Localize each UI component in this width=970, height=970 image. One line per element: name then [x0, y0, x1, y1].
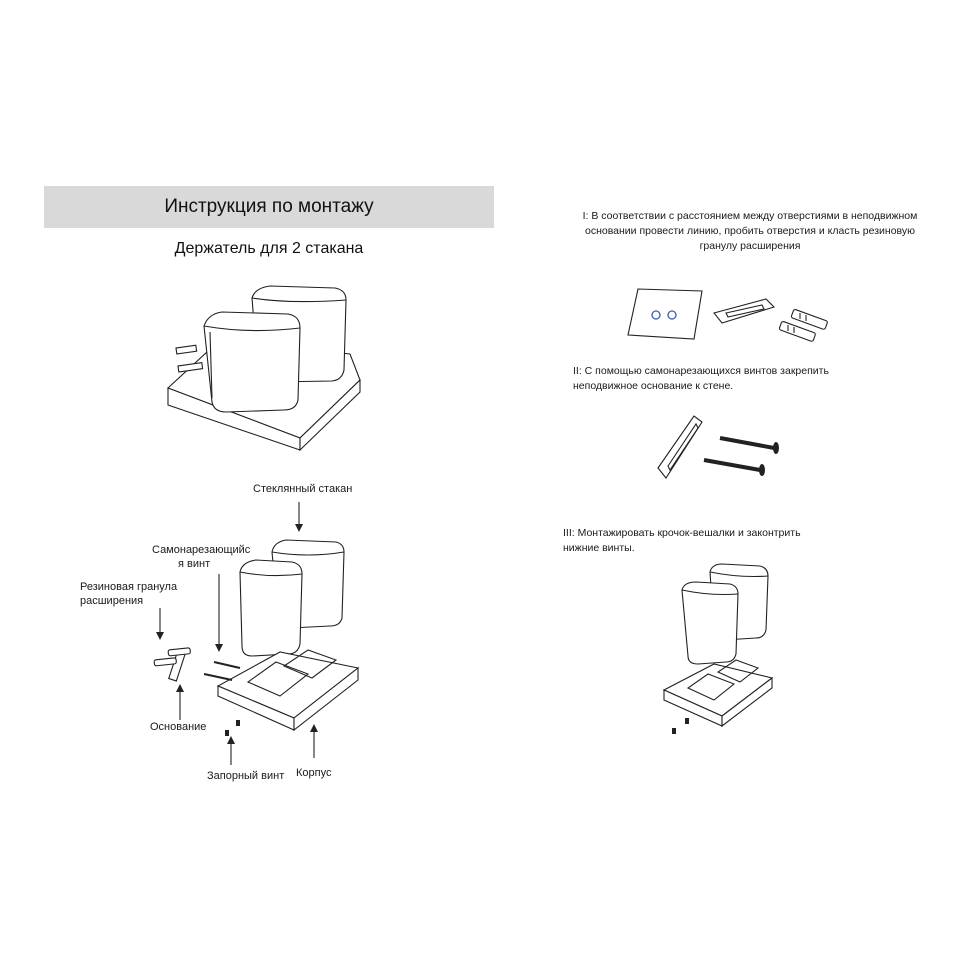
arrow-base: [176, 684, 184, 720]
label-base: Основание: [150, 721, 207, 733]
label-screw-line1: Самонарезающийс: [152, 544, 251, 556]
step3-line1: III: Монтажировать крочок-вешалки и зако…: [563, 527, 801, 539]
drill-hole-left: [651, 310, 661, 320]
step1-line1: I: В соответствии с расстоянием между от…: [582, 210, 918, 222]
drill-hole-right: [667, 310, 677, 320]
arrow-lock-screw: [227, 736, 235, 765]
screw-top: [719, 436, 779, 454]
arrow-screw: [215, 574, 223, 652]
arrow-body: [310, 724, 318, 758]
assembled-holder-illustration: [166, 285, 361, 452]
label-screw-line2: я винт: [178, 558, 211, 570]
label-lock-screw: Запорный винт: [207, 770, 285, 782]
step2-text: II: С помощью самонарезающихся винтов за…: [573, 364, 903, 394]
step1-line3: гранулу расширения: [699, 240, 801, 252]
label-body: Корпус: [296, 767, 332, 779]
arrow-rubber: [156, 608, 164, 640]
step3-line2: нижние винты.: [563, 542, 635, 554]
step1-line2: основании провести линию, пробить отверс…: [584, 225, 916, 237]
step2-line1: II: С помощью самонарезающихся винтов за…: [573, 365, 829, 377]
label-glass: Стеклянный стакан: [253, 483, 353, 495]
exploded-view-illustration: [153, 502, 360, 765]
label-rubber-line1: Резиновая гранула: [80, 581, 178, 593]
screw-bottom: [703, 458, 765, 476]
label-rubber-line2: расширения: [80, 595, 144, 607]
page-title: Инструкция по монтажу: [164, 196, 374, 217]
arrow-glass: [295, 502, 303, 532]
step2-line2: неподвижное основание к стене.: [573, 380, 734, 392]
step1-illustration: [627, 288, 828, 342]
step3-text: III: Монтажировать крочок-вешалки и зако…: [563, 526, 893, 556]
page-subtitle: Держатель для 2 стакана: [174, 240, 364, 257]
title-bar: Инструкция по монтажу: [44, 186, 494, 228]
step1-text: I: В соответствии с расстоянием между от…: [560, 209, 940, 254]
step2-illustration: [657, 415, 779, 479]
step3-illustration: [662, 563, 774, 734]
